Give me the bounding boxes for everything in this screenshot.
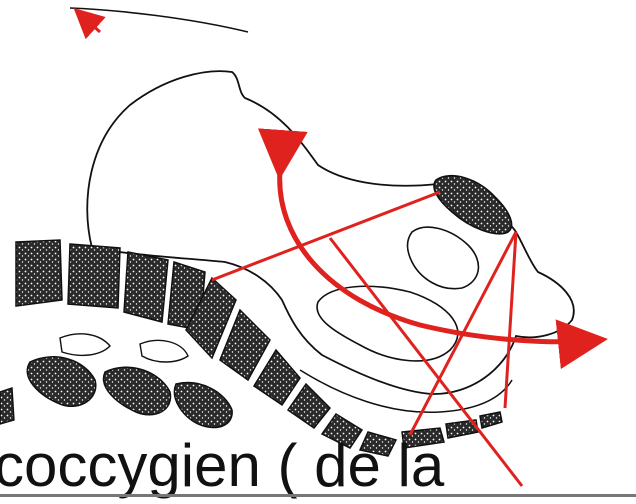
caption-text: coccygien ( de la xyxy=(0,436,444,496)
spinous-processes xyxy=(0,334,232,428)
obturator-foramen xyxy=(317,286,458,361)
pubic-bone xyxy=(434,176,512,234)
acetabulum-contour xyxy=(408,227,479,289)
arrow-icon xyxy=(78,12,100,32)
caption-divider xyxy=(0,494,636,497)
lumbar-vertebrae xyxy=(16,240,205,330)
lower-contour xyxy=(300,370,512,412)
